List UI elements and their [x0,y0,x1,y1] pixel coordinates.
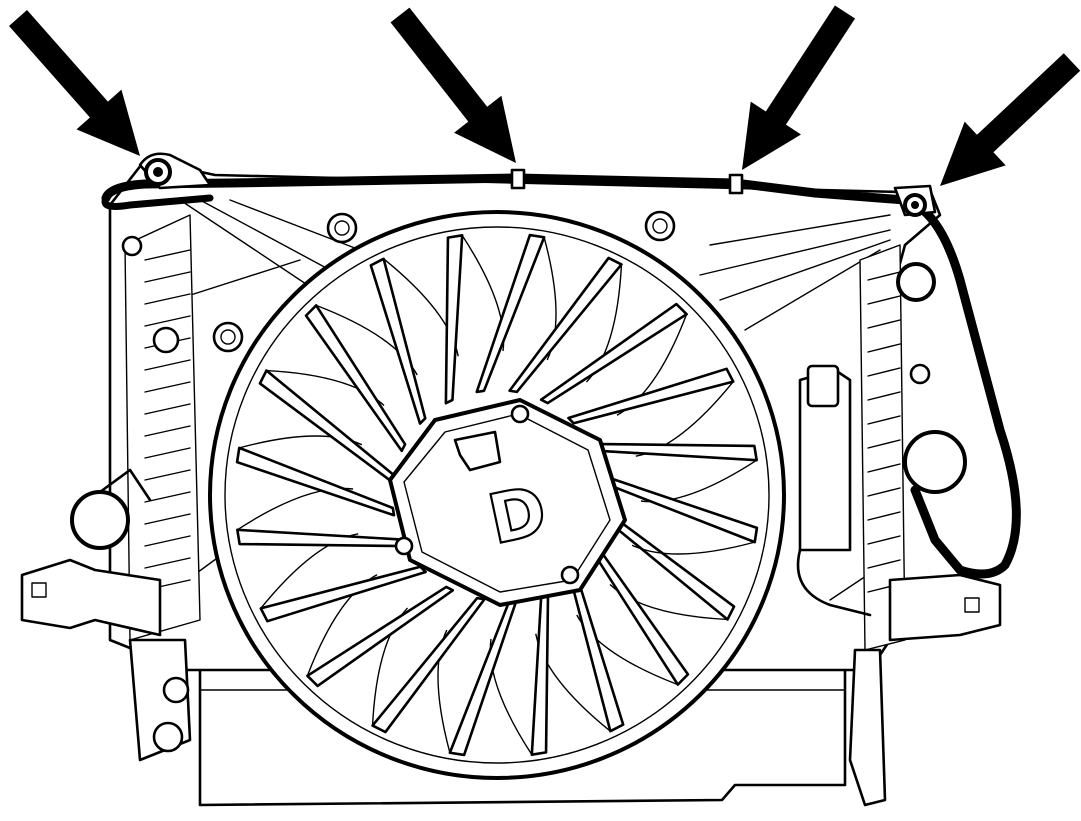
arrow-top-clip-center-left [390,7,516,163]
arrow-top-right-mount [940,53,1081,187]
harness-clip-left [510,168,526,190]
left-hose-neck [70,468,152,550]
left-fins [144,249,191,591]
indicator-arrows [9,5,1081,187]
fan-blade-edge [631,541,755,555]
fan-blade [259,565,427,623]
fan-blade [508,256,623,394]
fan-blades [235,233,759,757]
fan-blade [567,367,735,425]
right-side-bracket [888,573,1002,642]
right-fins [867,271,901,593]
fan-blade [235,446,396,517]
electrical-connector [796,364,872,617]
arrow-top-clip-center-right [742,5,856,170]
fan-motor: D [388,398,627,607]
mounting-bolts [121,210,936,753]
fan-blade [371,596,486,734]
top-mounts [138,152,937,217]
left-side-bracket [20,558,162,637]
wiring-harness [101,168,1021,579]
arrow-top-left-mount [9,10,141,156]
fan-blade [475,233,546,394]
harness-clip-right [728,173,744,195]
fan-blade [369,257,427,425]
